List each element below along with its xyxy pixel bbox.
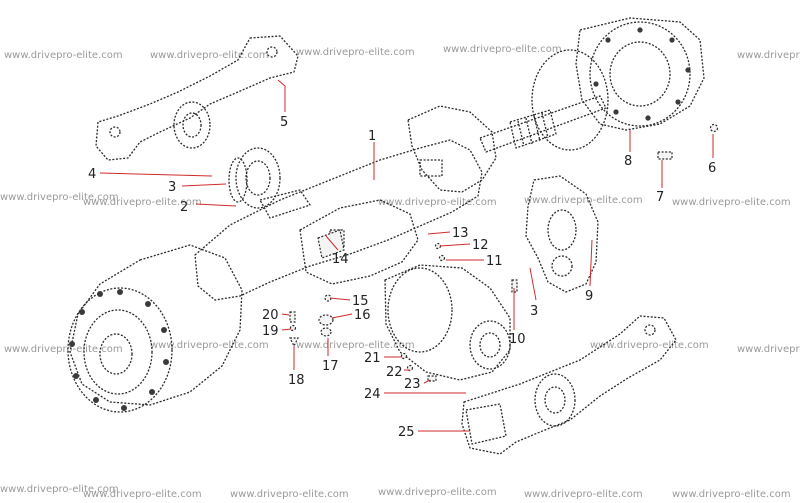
callout-6: 6 <box>708 161 716 176</box>
axle-shaft-spline <box>479 95 607 153</box>
leader-23 <box>423 379 431 384</box>
leader-9 <box>589 239 593 287</box>
callout-2: 2 <box>180 200 188 215</box>
watermark: www.drivepro-elite.com <box>83 489 202 500</box>
left-wheel-hub <box>67 244 243 413</box>
callout-14: 14 <box>332 252 349 267</box>
watermark: www.drivepro-elite.com <box>672 197 791 208</box>
callout-24: 24 <box>364 387 381 402</box>
leader-2 <box>195 203 237 207</box>
bearing-seal-group-left <box>228 147 281 209</box>
callout-3: 3 <box>530 304 538 319</box>
callout-8: 8 <box>624 154 632 169</box>
callout-15: 15 <box>352 294 369 309</box>
watermark: www.drivepro-elite.com <box>150 340 269 351</box>
leader-20 <box>281 313 290 316</box>
leader-3b <box>529 267 537 301</box>
leader-13 <box>427 231 451 235</box>
watermark: www.drivepro-elite.com <box>590 340 709 351</box>
leader-3a <box>181 183 227 187</box>
leader-4 <box>99 172 213 177</box>
callout-23: 23 <box>404 377 421 392</box>
callout-10: 10 <box>509 332 526 347</box>
watermark: www.drivepro-elite.com <box>296 47 415 58</box>
callout-labels: 1 2 3 3 4 5 6 7 8 9 10 11 12 13 14 15 16… <box>88 115 716 440</box>
steering-knuckle-bracket <box>525 175 599 293</box>
callout-12: 12 <box>472 238 489 253</box>
watermark: www.drivepro-elite.com <box>443 44 562 55</box>
watermark: www.drivepro-elite.com <box>296 340 415 351</box>
leader-12 <box>439 243 471 247</box>
callout-19: 19 <box>262 324 279 339</box>
watermark: www.drivepro-elite.com <box>230 489 349 500</box>
callout-5: 5 <box>280 115 288 130</box>
callout-1: 1 <box>368 129 376 144</box>
watermark: www.drivepro-elite.com <box>524 489 643 500</box>
leader-16 <box>331 313 353 319</box>
leader-14 <box>325 235 339 251</box>
watermark: www.drivepro-elite.com <box>83 197 202 208</box>
callout-9: 9 <box>585 289 593 304</box>
watermark: www.drivepro-elite.com <box>150 50 269 61</box>
callout-25: 25 <box>398 425 415 440</box>
leader-19 <box>281 328 292 331</box>
watermark: www.drivepro-elite.com <box>737 344 800 355</box>
lower-mounting-bracket <box>461 315 677 455</box>
watermark: www.drivepro-elite.com <box>4 50 123 61</box>
leader-lines <box>99 79 714 432</box>
watermark: www.drivepro-elite.com <box>672 489 791 500</box>
callout-11: 11 <box>486 254 503 269</box>
watermark: www.drivepro-elite.com <box>737 50 800 61</box>
hub-bolt-ring <box>69 289 169 411</box>
watermark: www.drivepro-elite.com <box>524 195 643 206</box>
callout-17: 17 <box>322 359 339 374</box>
hub-bolt-ring-right <box>593 27 691 121</box>
right-wheel-hub <box>531 17 705 151</box>
differential-carrier <box>384 264 511 381</box>
callout-18: 18 <box>288 373 305 388</box>
callout-4: 4 <box>88 167 96 182</box>
callout-7: 7 <box>656 190 664 205</box>
leader-15 <box>329 297 351 301</box>
upper-mounting-bracket <box>95 35 299 161</box>
watermark: www.drivepro-elite.com <box>378 197 497 208</box>
watermark: www.drivepro-elite.com <box>378 487 497 498</box>
callout-16: 16 <box>354 308 371 323</box>
watermark: www.drivepro-elite.com <box>0 192 119 203</box>
callout-22: 22 <box>386 365 403 380</box>
watermark-layer: www.drivepro-elite.com www.drivepro-elit… <box>0 44 800 500</box>
watermark: www.drivepro-elite.com <box>0 484 119 495</box>
watermark: www.drivepro-elite.com <box>4 344 123 355</box>
axle-housing <box>194 105 497 301</box>
small-hardware <box>289 123 719 382</box>
callout-13: 13 <box>452 226 469 241</box>
leader-5 <box>277 79 286 112</box>
callout-3: 3 <box>168 180 176 195</box>
callout-21: 21 <box>364 351 381 366</box>
callout-20: 20 <box>262 308 279 323</box>
